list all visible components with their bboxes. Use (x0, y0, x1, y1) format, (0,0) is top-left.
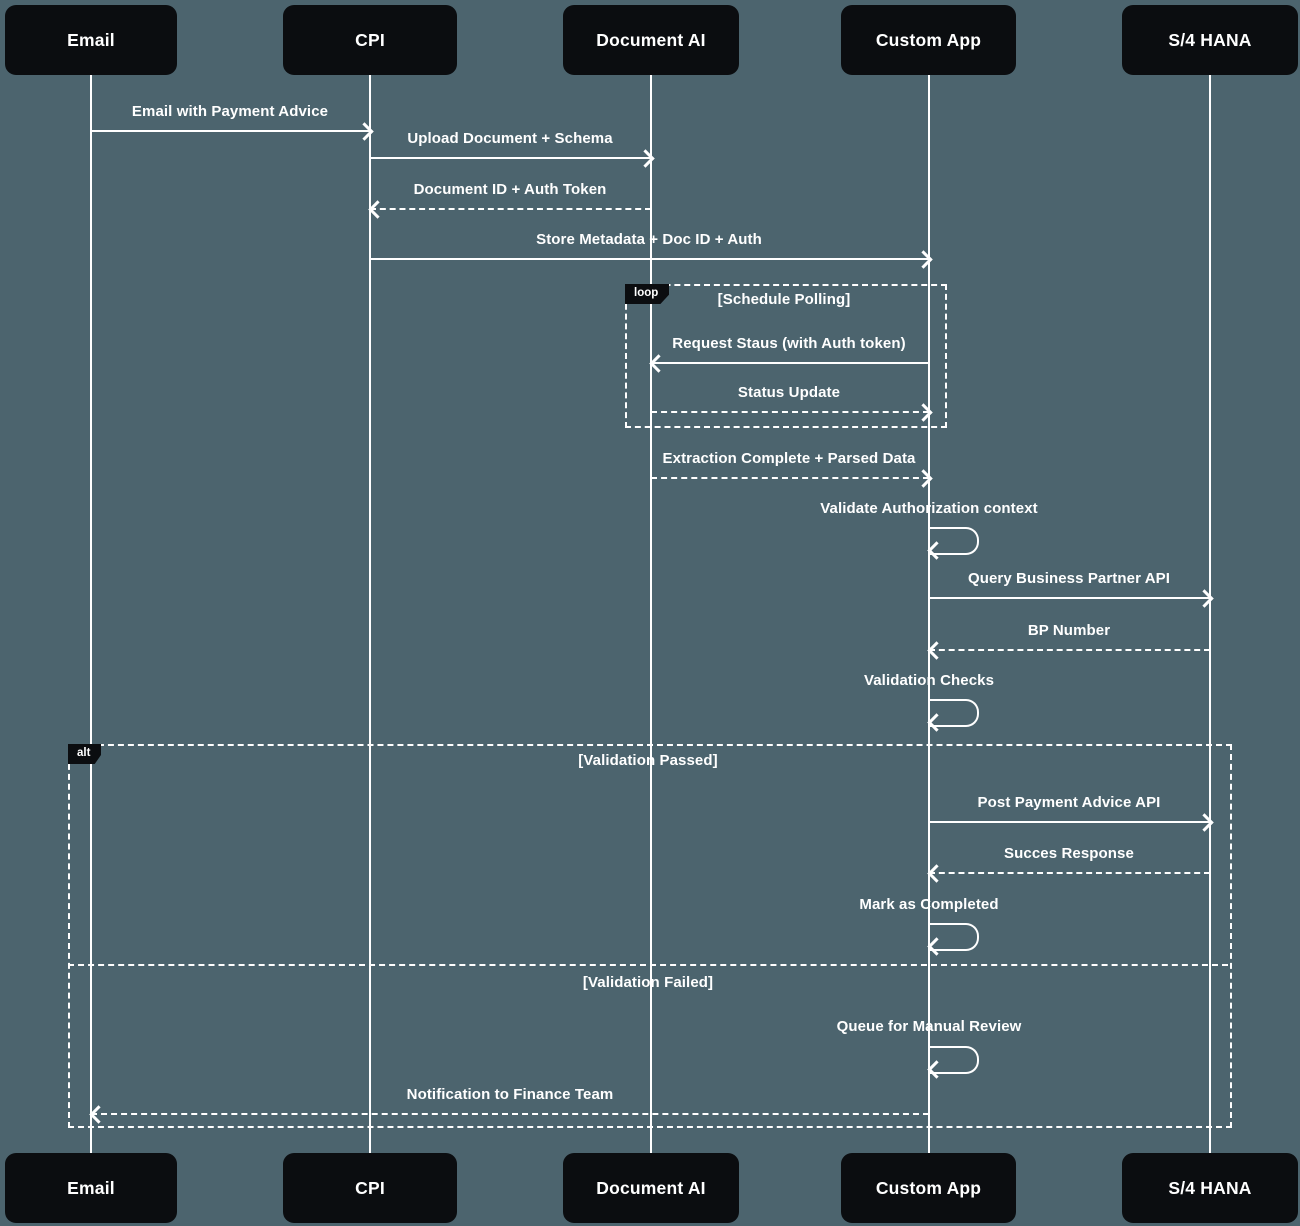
message-line (651, 362, 929, 364)
actor-document-ai-top: Document AI (563, 5, 739, 75)
lifeline-s4-hana (1209, 75, 1211, 1153)
message-line (91, 130, 370, 132)
alt-frame-label: alt (68, 744, 102, 764)
alt-condition-passed-label: [Validation Passed] (578, 752, 718, 769)
self-message-arc (929, 1046, 979, 1074)
lifeline-cpi (369, 75, 371, 1153)
message-line (651, 411, 929, 413)
lifeline-document-ai (650, 75, 652, 1153)
actor-cpi-top: CPI (283, 5, 457, 75)
message-line (370, 157, 651, 159)
arrowhead-left-icon (368, 200, 387, 219)
message-line (929, 597, 1210, 599)
actor-email-top: Email (5, 5, 177, 75)
message-bp-number-label: BP Number (1027, 622, 1111, 639)
message-request-status-label: Request Staus (with Auth token) (672, 335, 906, 352)
actor-cpi-bottom: CPI (283, 1153, 457, 1223)
self-message-arc (929, 923, 979, 951)
message-document-id-auth-token-label: Document ID + Auth Token (413, 181, 607, 198)
self-message-arc (929, 699, 979, 727)
actor-custom-app-bottom: Custom App (841, 1153, 1016, 1223)
actor-document-ai-bottom: Document AI (563, 1153, 739, 1223)
message-upload-document-schema-label: Upload Document + Schema (407, 130, 613, 147)
message-queue-manual-review-label: Queue for Manual Review (836, 1018, 1022, 1035)
actor-email-bottom: Email (5, 1153, 177, 1223)
actor-custom-app-top: Custom App (841, 5, 1016, 75)
actor-s4-hana-bottom: S/4 HANA (1122, 1153, 1298, 1223)
message-success-response-label: Succes Response (1004, 845, 1134, 862)
message-query-business-partner-label: Query Business Partner API (967, 570, 1171, 587)
message-mark-as-completed-label: Mark as Completed (859, 896, 999, 913)
alt-divider (68, 964, 1228, 966)
message-extraction-complete-label: Extraction Complete + Parsed Data (662, 450, 916, 467)
message-validation-checks-label: Validation Checks (863, 672, 995, 689)
loop-frame-label: loop (625, 284, 670, 304)
message-line (929, 821, 1210, 823)
message-line (651, 477, 929, 479)
message-line (370, 258, 929, 260)
message-validate-authorization-label: Validate Authorization context (820, 500, 1038, 517)
message-line (929, 649, 1210, 651)
message-email-with-payment-advice-label: Email with Payment Advice (131, 103, 329, 120)
message-line (370, 208, 651, 210)
loop-frame (625, 284, 947, 428)
alt-condition-failed-label: [Validation Failed] (582, 974, 714, 991)
arrowhead-left-icon (927, 641, 946, 660)
message-store-metadata-doc-id-auth-label: Store Metadata + Doc ID + Auth (536, 231, 762, 248)
lifeline-email (90, 75, 92, 1153)
message-line (929, 872, 1210, 874)
message-post-payment-advice-label: Post Payment Advice API (977, 794, 1161, 811)
message-notification-finance-team-label: Notification to Finance Team (406, 1086, 614, 1103)
self-message-arc (929, 527, 979, 555)
alt-frame (68, 744, 1232, 1128)
message-status-update-label: Status Update (737, 384, 841, 401)
lifeline-custom-app (928, 75, 930, 1153)
loop-condition-label: [Schedule Polling] (717, 291, 851, 308)
message-line (91, 1113, 929, 1115)
actor-s4-hana-top: S/4 HANA (1122, 5, 1298, 75)
